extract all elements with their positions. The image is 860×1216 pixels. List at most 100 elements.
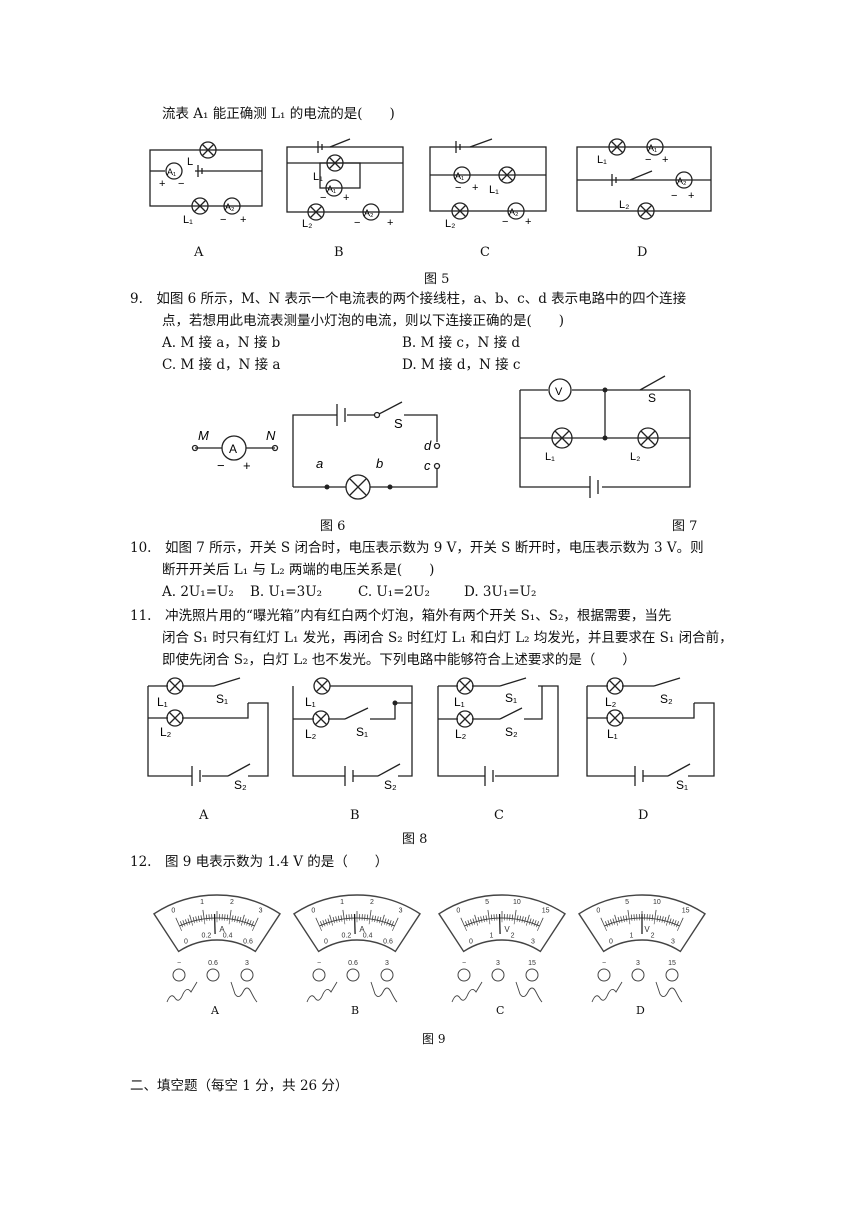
question-9-option-a: A. M 接 a，N 接 b: [162, 335, 281, 351]
svg-text:A₂: A₂: [225, 202, 235, 212]
svg-text:3: 3: [636, 960, 640, 967]
fig6-ammeter: M N A −+: [191, 428, 279, 473]
svg-text:+: +: [387, 217, 393, 229]
svg-text:A₁: A₁: [167, 167, 176, 177]
svg-text:3: 3: [245, 960, 249, 967]
fig6-M-label: M: [198, 428, 209, 443]
svg-text:L₁: L₁: [545, 451, 555, 463]
question-9-option-d: D. M 接 d，N 接 c: [402, 357, 521, 373]
svg-text:L: L: [187, 156, 193, 168]
svg-text:−: −: [671, 190, 677, 202]
svg-text:2: 2: [511, 933, 515, 940]
svg-text:+: +: [688, 190, 694, 202]
svg-text:L₂: L₂: [630, 451, 640, 463]
question-9-line2: 点，若想用此电流表测量小灯泡的电流，则以下连接正确的是( ): [162, 313, 565, 329]
fig8-option-c: C: [494, 808, 504, 823]
figure-7-circuit: V S L₁ L₂: [519, 375, 691, 498]
svg-text:L₁: L₁: [313, 171, 323, 183]
fig9-caption: 图 9: [422, 1032, 446, 1046]
svg-text:10: 10: [653, 899, 661, 906]
svg-text:0: 0: [596, 907, 600, 914]
svg-text:0.6: 0.6: [243, 939, 253, 946]
svg-text:−: −: [455, 182, 461, 194]
svg-text:0.2: 0.2: [342, 933, 352, 940]
svg-text:2: 2: [370, 899, 374, 906]
svg-text:A₁: A₁: [327, 184, 336, 194]
svg-text:a: a: [316, 456, 323, 471]
svg-text:3: 3: [259, 907, 263, 914]
svg-text:1: 1: [489, 933, 493, 940]
svg-text:L₂: L₂: [455, 727, 467, 741]
svg-text:0.6: 0.6: [348, 960, 358, 967]
svg-text:S₁: S₁: [676, 778, 688, 792]
svg-text:0: 0: [469, 939, 473, 946]
svg-text:1: 1: [200, 899, 204, 906]
svg-text:3: 3: [531, 939, 535, 946]
fig5-caption: 图 5: [424, 272, 450, 287]
figure-6: M N A −+ S d c a b V S L₁ L₂: [191, 375, 691, 500]
svg-text:A₁: A₁: [648, 143, 657, 153]
fig9-option-c: C: [496, 1004, 505, 1017]
svg-text:+: +: [525, 216, 531, 228]
fig5-option-a: A: [194, 245, 204, 260]
svg-text:2: 2: [230, 899, 234, 906]
svg-text:0: 0: [456, 907, 460, 914]
svg-text:b: b: [376, 456, 383, 471]
svg-text:S₂: S₂: [384, 778, 397, 792]
svg-text:−: −: [645, 154, 651, 166]
svg-text:−: −: [220, 214, 226, 226]
svg-text:L₁: L₁: [454, 695, 465, 709]
svg-text:0.4: 0.4: [223, 933, 233, 940]
svg-text:+: +: [343, 192, 349, 204]
svg-text:15: 15: [682, 907, 690, 914]
svg-text:3: 3: [399, 907, 403, 914]
fig5-option-c: C: [480, 245, 490, 260]
question-9-line1: 9. 如图 6 所示，M、N 表示一个电流表的两个接线柱，a、b、c、d 表示电…: [130, 291, 687, 307]
svg-text:A₂: A₂: [677, 176, 687, 186]
svg-text:0.6: 0.6: [208, 960, 218, 967]
question-8-tail: 流表 A₁ 能正确测 L₁ 的电流的是( ): [162, 106, 395, 122]
question-11-line1: 11. 冲洗照片用的“曝光箱”内有红白两个灯泡，箱外有两个开关 S₁、S₂，根据…: [130, 608, 672, 624]
question-12: 12. 图 9 电表示数为 1.4 V 的是（ ）: [130, 854, 389, 870]
svg-text:15: 15: [542, 907, 550, 914]
svg-text:1: 1: [340, 899, 344, 906]
svg-text:−: −: [462, 960, 466, 967]
svg-text:L₂: L₂: [160, 725, 172, 739]
svg-text:L₂: L₂: [605, 695, 617, 709]
fig9-option-b: B: [351, 1004, 360, 1017]
svg-text:0.6: 0.6: [383, 939, 393, 946]
svg-text:V: V: [504, 925, 510, 934]
svg-text:+: +: [472, 182, 478, 194]
svg-text:S: S: [648, 391, 656, 405]
fig6-caption: 图 6: [320, 519, 346, 534]
svg-text:S₁: S₁: [216, 692, 228, 706]
svg-text:10: 10: [513, 899, 521, 906]
svg-text:A₂: A₂: [509, 207, 519, 217]
fig8-option-d: D: [638, 808, 649, 823]
svg-text:S₂: S₂: [505, 725, 518, 739]
svg-text:A: A: [219, 925, 225, 934]
fig6-A-label: A: [229, 442, 237, 456]
svg-text:L₂: L₂: [619, 199, 629, 211]
svg-text:L₁: L₁: [157, 695, 168, 709]
svg-text:L₂: L₂: [302, 218, 312, 230]
question-10-option-c: C. U₁=2U₂: [358, 584, 430, 600]
svg-text:S₂: S₂: [660, 692, 673, 706]
svg-text:2: 2: [651, 933, 655, 940]
svg-text:L₂: L₂: [445, 218, 455, 230]
svg-text:d: d: [424, 438, 432, 453]
fig8-option-a: A: [199, 808, 209, 823]
svg-text:0: 0: [324, 939, 328, 946]
svg-text:15: 15: [528, 960, 536, 967]
question-9-option-b: B. M 接 c，N 接 d: [402, 335, 521, 351]
question-10-option-b: B. U₁=3U₂: [250, 584, 322, 600]
question-10-option-d: D. 3U₁=U₂: [464, 584, 537, 600]
fig8-caption: 图 8: [402, 832, 428, 847]
svg-text:−: −: [177, 960, 181, 967]
svg-text:1: 1: [629, 933, 633, 940]
question-11-line2: 闭合 S₁ 时只有红灯 L₁ 发光，再闭合 S₂ 时红灯 L₁ 和白灯 L₂ 均…: [162, 630, 733, 646]
svg-text:0.2: 0.2: [202, 933, 212, 940]
